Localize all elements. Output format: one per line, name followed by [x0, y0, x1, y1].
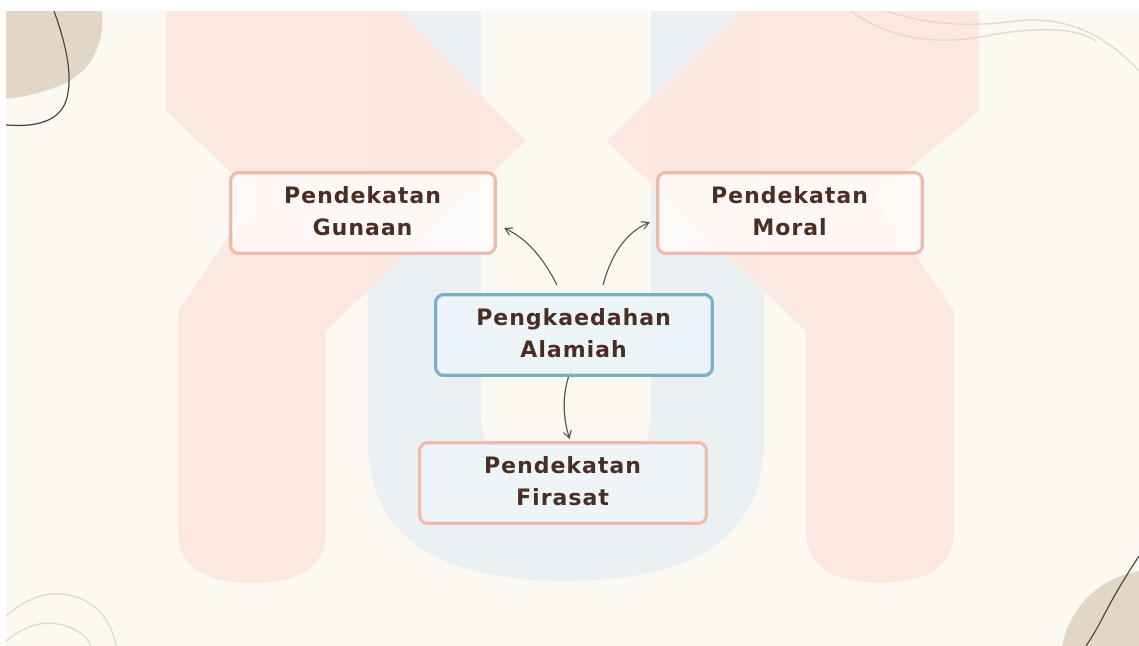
arrow-center-to-moral — [602, 221, 651, 286]
node-label: Pendekatan Firasat — [484, 454, 642, 511]
corner-line-bottom-right — [1085, 555, 1139, 646]
corner-line-top-left — [6, 11, 70, 127]
node-pengkaedahan-alamiah: Pengkaedahan Alamiah — [434, 293, 714, 377]
node-pendekatan-gunaan: Pendekatan Gunaan — [229, 171, 497, 255]
slide-canvas: Pendekatan Gunaan Pendekatan Moral Pengk… — [6, 11, 1139, 646]
corner-blob-top-left — [6, 11, 103, 99]
corner-line-bottom-left-2 — [6, 622, 92, 646]
arrow-center-to-firasat — [563, 366, 573, 440]
node-pendekatan-firasat: Pendekatan Firasat — [418, 441, 708, 525]
node-label: Pendekatan Gunaan — [284, 184, 442, 241]
node-pendekatan-moral: Pendekatan Moral — [656, 171, 924, 255]
corner-line-top-right-1 — [850, 11, 1097, 42]
corner-line-top-right-2 — [885, 11, 1139, 72]
arrow-center-to-gunaan — [503, 227, 558, 286]
watermark-pink-right — [606, 11, 979, 583]
background-watermark-logo — [6, 11, 1139, 646]
corner-blob-bottom-right — [1062, 571, 1139, 646]
node-label: Pendekatan Moral — [711, 184, 869, 241]
corner-line-bottom-left-1 — [6, 593, 117, 646]
watermark-pink-left — [166, 11, 526, 583]
node-label: Pengkaedahan Alamiah — [476, 306, 672, 363]
